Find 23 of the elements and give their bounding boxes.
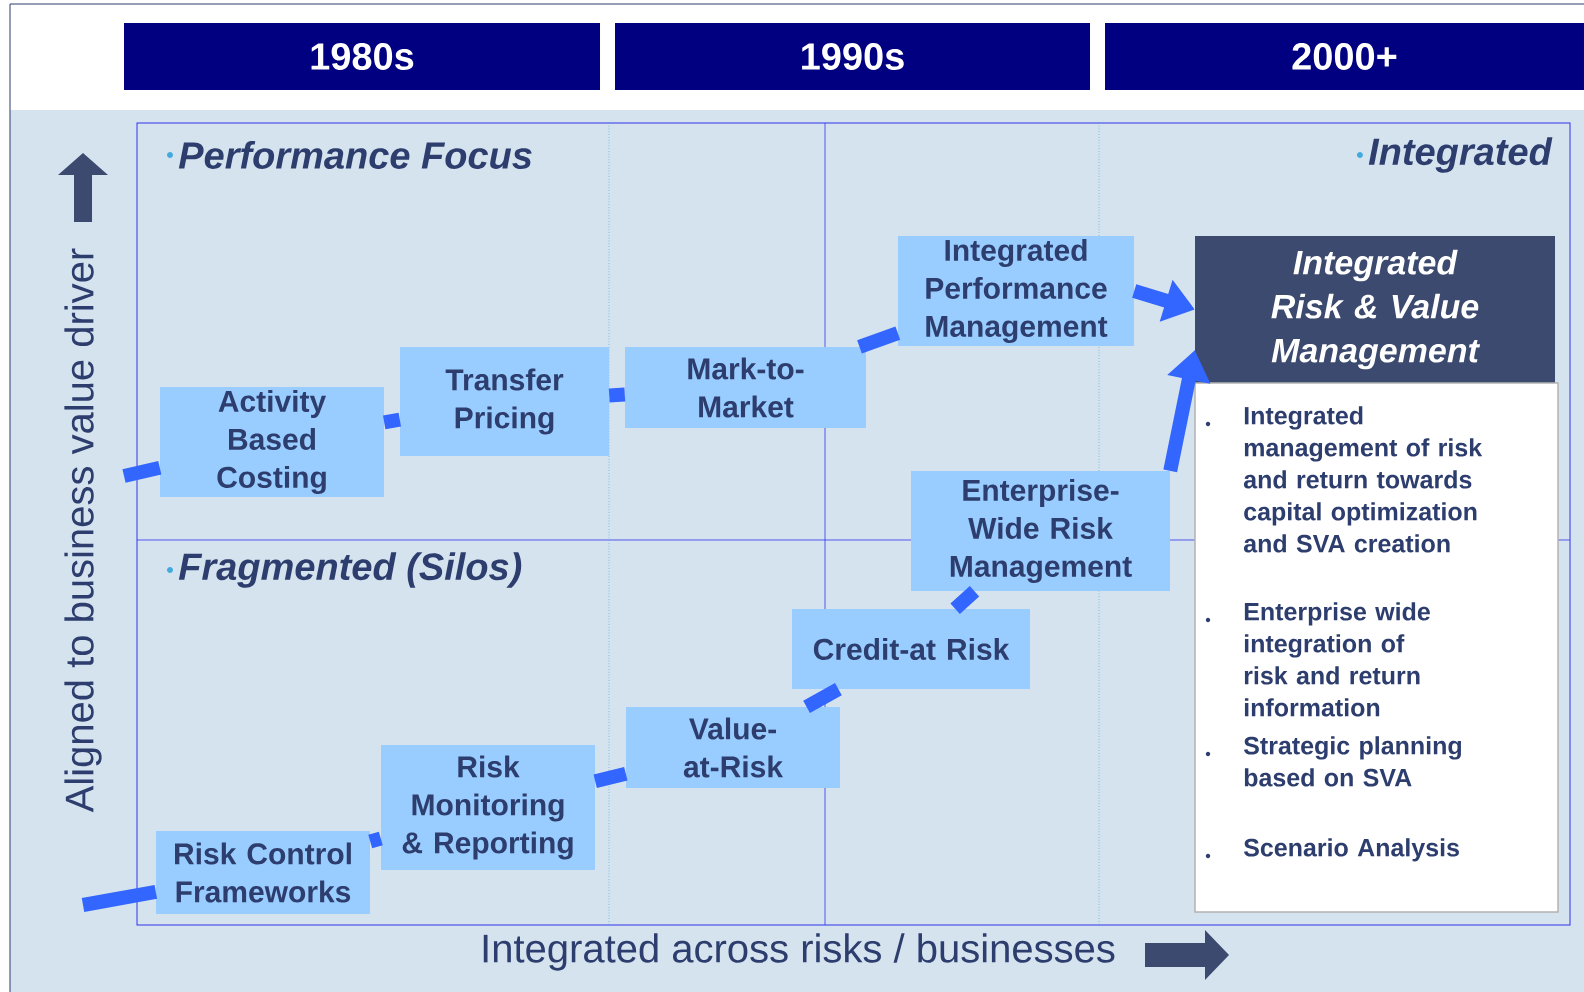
process-box: Enterprise-Wide Risk Management [911,471,1170,591]
bullet-item: Scenario Analysis [1243,838,1459,862]
quadrant-label: Fragmented (Silos) [178,552,522,588]
process-box: Transfer Pricing [400,347,609,456]
process-box: Credit-at Risk [792,609,1030,689]
process-box: Integrated Performance Management [898,236,1134,346]
process-box: Value-at-Risk [626,707,840,788]
axis-label: Aligned to business value driver [64,248,102,813]
quadrant-label: Integrated [1368,137,1553,173]
axis-label: Integrated across risks / businesses [483,933,1115,971]
process-box: Activity Based Costing [160,387,384,497]
period-header: 1980s [124,23,600,90]
highlight-box: Integrated Risk & Value Management [1195,236,1555,383]
process-box: Mark-to-Market [625,347,866,428]
process-box: Risk Control Frameworks [156,831,370,914]
period-header: 2000+ [1105,23,1584,90]
bullet-item: Enterprise wide integration of risk and return information [1244,602,1430,717]
text-panel [1194,382,1559,913]
quadrant-label: Performance Focus [178,141,532,169]
bullet-item: Integrated management of risk and return towards capital optimization and SVA creation [1243,406,1483,553]
period-header: 1990s [615,23,1090,90]
process-box: Risk Monitoring & Reporting [381,745,595,870]
bullet-item: Strategic planning based on SVA [1243,736,1461,787]
